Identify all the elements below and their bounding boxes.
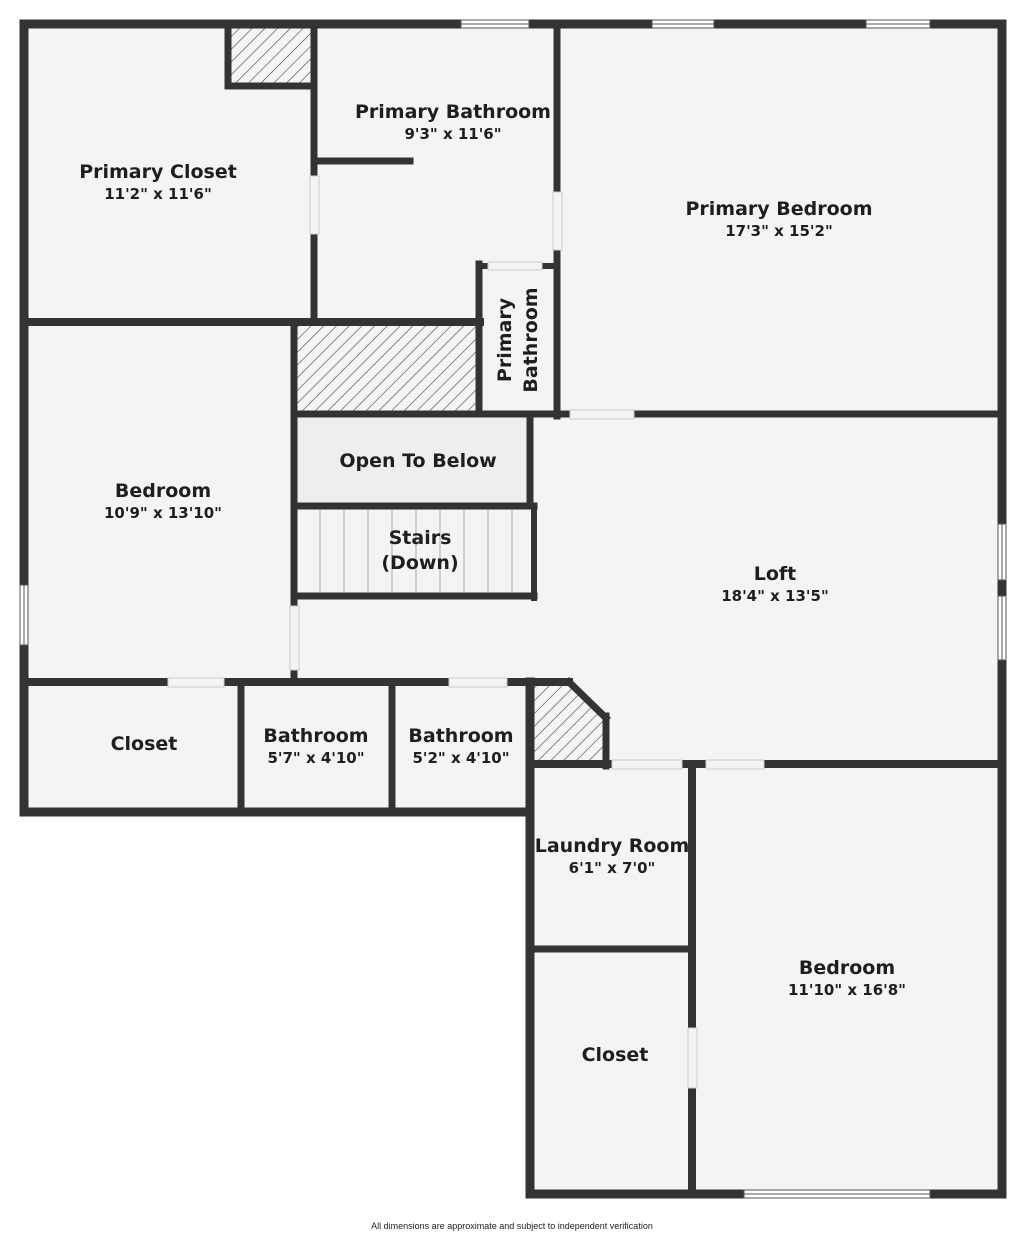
floor-loft — [534, 416, 1002, 764]
window-top-2 — [651, 19, 715, 29]
window-top-3 — [865, 19, 931, 29]
bedroom-east-dims: 11'10" x 16'8" — [788, 981, 906, 999]
loft-dims: 18'4" x 13'5" — [721, 587, 829, 605]
bedroom-west-label: Bedroom — [115, 480, 211, 502]
stairs-label-line2: (Down) — [381, 552, 458, 574]
primary-bedroom-label: Primary Bedroom — [685, 198, 872, 220]
bedroom-west-dims: 10'9" x 13'10" — [104, 504, 222, 522]
stairs-treads — [296, 508, 534, 596]
window-west — [19, 584, 29, 646]
primary-bathroom-small-line1: Primary — [494, 297, 516, 382]
laundry-room-dims: 6'1" x 7'0" — [569, 859, 656, 877]
primary-bathroom-small-label: Primary Bathroom — [494, 287, 542, 392]
room-labels: Primary Closet 11'2" x 11'6" Primary Bat… — [79, 101, 906, 1066]
floor-main — [24, 24, 1002, 416]
primary-bathroom-small-line2: Bathroom — [520, 287, 542, 392]
window-east-1 — [997, 523, 1007, 581]
floor-south — [530, 764, 1002, 1194]
window-east-2 — [997, 595, 1007, 661]
bathroom-2-dims: 5'2" x 4'10" — [412, 749, 509, 767]
bathroom-1-label: Bathroom — [263, 725, 368, 747]
footer-note: All dimensions are approximate and subje… — [371, 1221, 653, 1231]
open-to-below-label: Open To Below — [339, 450, 496, 472]
shaft-hatch-top — [229, 28, 311, 84]
bathroom-1-dims: 5'7" x 4'10" — [267, 749, 364, 767]
window-bottom — [743, 1189, 931, 1199]
laundry-room-label: Laundry Room — [535, 835, 690, 857]
primary-closet-label: Primary Closet — [79, 161, 237, 183]
bathroom-2-label: Bathroom — [408, 725, 513, 747]
loft-label: Loft — [754, 563, 797, 585]
closet-west-label: Closet — [111, 733, 178, 755]
closet-south-label: Closet — [582, 1044, 649, 1066]
shaft-hatch-middle — [296, 324, 476, 414]
primary-bathroom-label: Primary Bathroom — [355, 101, 551, 123]
windows — [19, 19, 1007, 1199]
open-to-below-area — [296, 416, 530, 504]
stairs-label-line1: Stairs — [389, 527, 452, 549]
door-openings — [167, 175, 765, 1089]
primary-bathroom-dims: 9'3" x 11'6" — [404, 125, 501, 143]
bedroom-east-label: Bedroom — [799, 957, 895, 979]
primary-bedroom-dims: 17'3" x 15'2" — [725, 222, 833, 240]
window-top-1 — [460, 19, 530, 29]
primary-closet-dims: 11'2" x 11'6" — [104, 185, 212, 203]
